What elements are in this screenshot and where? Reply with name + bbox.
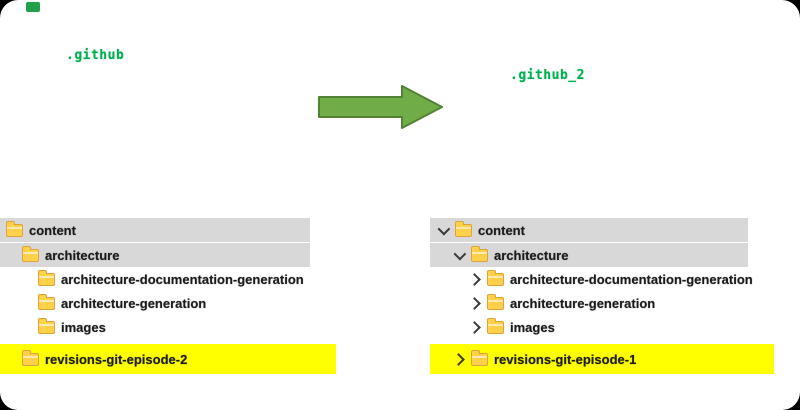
folder-label: architecture-generation [61,296,207,311]
folder-label: architecture-documentation-generation [510,272,753,287]
folder-icon [455,220,472,237]
folder-label: revisions-git-episode-2 [45,351,188,367]
green-mark-icon [26,2,40,12]
repo-label-after: .github_2 [510,68,585,83]
chevron-right-icon[interactable] [452,352,465,366]
folder-label: architecture [45,247,120,263]
folder-icon [38,318,55,334]
folder-icon [487,270,504,286]
folder-icon [38,294,55,310]
tree-row[interactable]: images [430,316,774,339]
folder-label: content [29,222,76,238]
arrow-shape [318,85,443,129]
folder-tree-after: content architecture architecture-document… [430,218,774,375]
folder-label: images [61,320,106,335]
tree-row[interactable]: architecture [0,243,310,267]
folder-icon [6,220,23,237]
folder-icon [22,245,39,262]
tree-row[interactable]: architecture-generation [0,292,336,315]
tree-row[interactable]: architecture-documentation-generation [0,268,336,291]
tree-row[interactable]: images [0,316,336,339]
right-arrow-icon [318,85,443,129]
transform-arrow [318,84,444,130]
folder-label: architecture-generation [510,296,656,311]
chevron-down-icon[interactable] [453,247,467,260]
folder-label: architecture-documentation-generation [61,272,304,287]
chevron-right-icon[interactable] [468,297,481,310]
chevron-right-icon[interactable] [468,273,481,286]
folder-icon [38,270,55,286]
tree-row[interactable]: architecture-documentation-generation [430,268,774,291]
chevron-down-icon[interactable] [437,222,451,235]
folder-icon [22,349,39,366]
tree-row[interactable]: revisions-git-episode-1 [430,344,774,374]
tree-row[interactable]: content [430,218,748,242]
folder-label: revisions-git-episode-1 [494,351,637,367]
tree-row[interactable]: revisions-git-episode-2 [0,344,336,374]
folder-label: architecture [494,247,569,263]
chevron-right-icon[interactable] [468,321,481,334]
repo-label-before: .github [66,48,125,63]
folder-icon [487,318,504,334]
folder-icon [471,349,488,366]
folder-label: images [510,320,555,335]
folder-icon [471,245,488,262]
tree-row[interactable]: architecture [430,243,748,267]
folder-tree-before: content architecture architecture-document… [0,218,336,375]
folder-label: content [478,222,525,238]
folder-icon [487,294,504,310]
tree-row[interactable]: architecture-generation [430,292,774,315]
tree-row[interactable]: content [0,218,310,242]
